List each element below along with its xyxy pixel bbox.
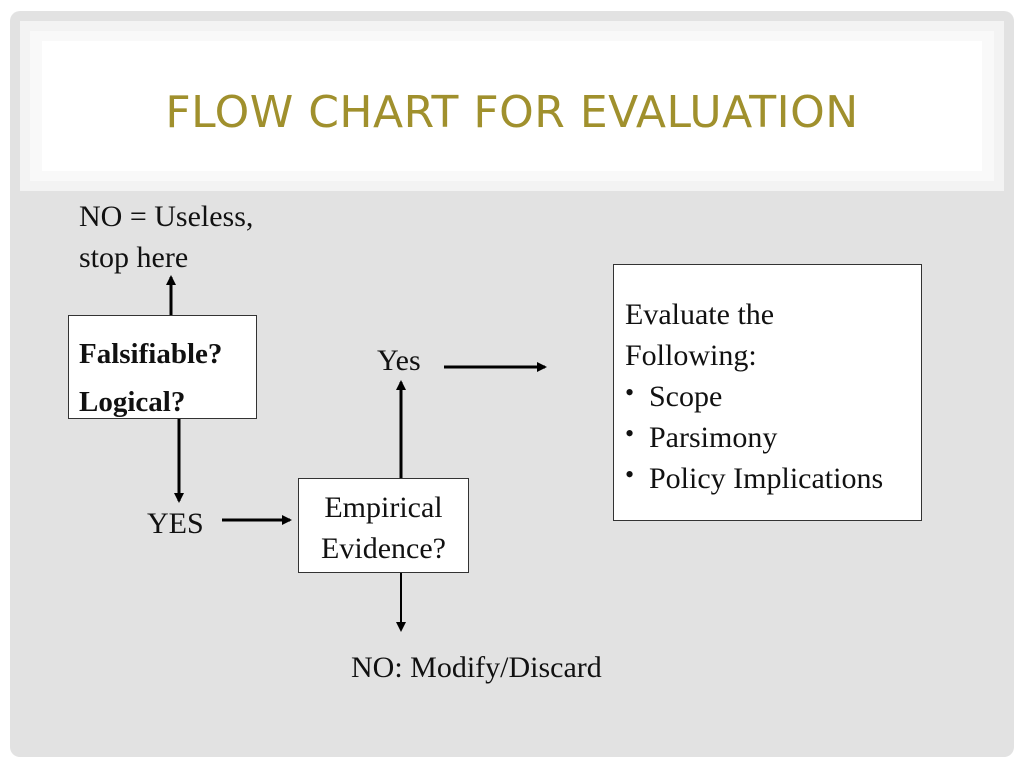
evaluate-item-parsimony: Parsimony [625,413,883,458]
falsifiable-label: Falsifiable? [79,338,223,370]
evidence-label: Evidence? [321,532,446,565]
evaluate-heading-2: Following: [625,339,757,372]
logical-label: Logical? [79,386,186,418]
no-modify-label: NO: Modify/Discard [351,651,602,684]
evaluate-item-scope: Scope [625,372,883,417]
title-panel: FLOW CHART FOR EVALUATION [30,31,994,181]
evaluate-list: Scope Parsimony Policy Implications [625,372,883,499]
no-useless-line-1: NO = Useless, [79,200,254,233]
evaluate-box-text: Evaluate the Following: Scope Parsimony … [625,294,883,499]
empirical-box-text: Empirical Evidence? [299,487,468,569]
start-box-text: Falsifiable? Logical? [79,330,222,426]
evaluate-box: Evaluate the Following: Scope Parsimony … [613,264,922,521]
evaluate-heading-1: Evaluate the [625,298,775,331]
no-useless-label: NO = Useless, stop here [79,196,253,278]
yes-caps-label: YES [147,507,204,540]
falsifiable-logical-box: Falsifiable? Logical? [68,315,257,419]
yes-lower-label: Yes [377,344,421,377]
no-useless-line-2: stop here [79,241,189,274]
title-panel-inner: FLOW CHART FOR EVALUATION [42,41,982,171]
empirical-evidence-box: Empirical Evidence? [298,478,469,573]
slide-title: FLOW CHART FOR EVALUATION [165,87,859,138]
empirical-label: Empirical [324,491,443,524]
evaluate-item-policy: Policy Implications [625,454,883,499]
